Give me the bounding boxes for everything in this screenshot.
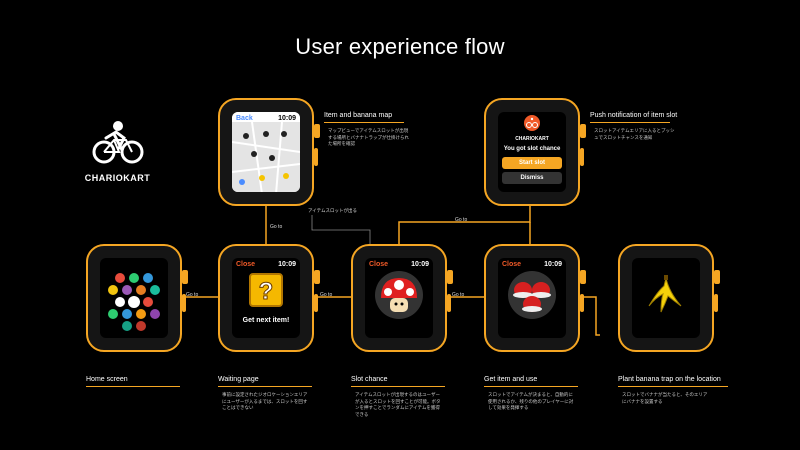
- bicycle-rider-icon: [92, 121, 143, 164]
- digital-crown: [580, 124, 586, 138]
- watch-screen-banana: [632, 258, 700, 338]
- time-display: 10:09: [411, 261, 429, 268]
- map-icon[interactable]: [232, 121, 300, 192]
- next-item-label: Get next item!: [242, 317, 290, 324]
- digital-crown: [314, 270, 320, 284]
- side-button: [314, 294, 318, 312]
- caption-rule: [484, 386, 578, 387]
- watch-screen-home: [100, 258, 168, 338]
- mushroom-icon[interactable]: [374, 270, 424, 320]
- goto-label-5: Go to: [455, 217, 468, 223]
- red-shells-icon[interactable]: [505, 270, 559, 320]
- watch-screen-map: Back 10:09: [232, 112, 300, 192]
- goto-label-1: Go to: [186, 292, 199, 298]
- close-button[interactable]: Close: [369, 261, 389, 268]
- app-grid-icon: [108, 273, 160, 331]
- digital-crown: [714, 270, 720, 284]
- digital-crown: [182, 270, 188, 284]
- caption-slot: Slot chance: [351, 376, 388, 383]
- start-slot-button[interactable]: Start slot: [502, 157, 562, 169]
- watch-screen-push: CHARIOKART You got slot chance Start slo…: [498, 112, 566, 192]
- digital-crown: [447, 270, 453, 284]
- brand-logo: CHARIOKART: [80, 118, 155, 183]
- watch-slot: Close 10:09: [351, 244, 453, 352]
- side-button: [314, 148, 318, 166]
- desc-item: スロットでアイテムが決まると、自動的に使用されるか、残りの他のプレイヤーに対して…: [488, 392, 574, 410]
- caption-rule: [590, 122, 670, 123]
- desc-push: スロットアイテムエリアに入るとプッシュでスロットチャンスを通知: [594, 128, 675, 140]
- watch-map: Back 10:09: [218, 98, 320, 206]
- watch-screen-waiting: Close 10:09 ? Get next item!: [232, 258, 300, 338]
- svg-text:?: ?: [259, 278, 274, 305]
- brand-name: CHARIOKART: [84, 173, 151, 183]
- slot-appear-note: アイテムスロットが出る: [308, 208, 358, 213]
- question-block-icon: ?: [249, 273, 283, 307]
- time-display: 10:09: [278, 115, 296, 122]
- close-button[interactable]: Close: [502, 261, 522, 268]
- caption-item: Get item and use: [484, 376, 538, 383]
- desc-map: マップビューでアイテムスロットが出現する場所とバナナトラップが仕掛けられた場所を…: [328, 128, 409, 146]
- caption-rule: [324, 122, 404, 123]
- side-button: [580, 294, 584, 312]
- caption-rule: [351, 386, 445, 387]
- side-button: [447, 294, 451, 312]
- side-button: [580, 148, 584, 166]
- caption-push: Push notification of item slot: [590, 112, 678, 119]
- time-display: 10:09: [544, 261, 562, 268]
- watch-waiting: Close 10:09 ? Get next item!: [218, 244, 320, 352]
- watch-push: CHARIOKART You got slot chance Start slo…: [484, 98, 586, 206]
- digital-crown: [314, 124, 320, 138]
- goto-label-3: Go to: [452, 292, 465, 298]
- desc-banana: スロットでバナナが当たると、そのエリアにバナナを設置する: [622, 392, 708, 404]
- close-button[interactable]: Close: [236, 261, 256, 268]
- caption-map: Item and banana map: [324, 112, 393, 119]
- page-title: User experience flow: [295, 34, 505, 59]
- watch-screen-slot: Close 10:09: [365, 258, 433, 338]
- watch-item: Close 10:09: [484, 244, 586, 352]
- side-button: [714, 294, 718, 312]
- desc-waiting: 事前に設定されたジオロケーションエリアにユーザーが入るまでは、スロットを回すこと…: [222, 392, 308, 410]
- caption-rule: [618, 386, 728, 387]
- banana-icon: [648, 275, 682, 313]
- caption-rule: [218, 386, 312, 387]
- notification-message: You got slot chance: [503, 146, 561, 152]
- notification-app-name: CHARIOKART: [515, 136, 549, 142]
- digital-crown: [580, 270, 586, 284]
- side-button: [182, 294, 186, 312]
- back-button[interactable]: Back: [236, 115, 253, 122]
- bike-app-icon: [524, 115, 540, 131]
- goto-label-2: Go to: [320, 292, 333, 298]
- dismiss-button[interactable]: Dismiss: [502, 172, 562, 184]
- watch-banana: [618, 244, 720, 352]
- time-display: 10:09: [278, 261, 296, 268]
- watch-home: [86, 244, 188, 352]
- goto-label-4: Go to: [270, 224, 283, 230]
- caption-rule: [86, 386, 180, 387]
- caption-banana: Plant banana trap on the location: [618, 376, 721, 383]
- caption-home: Home screen: [86, 376, 128, 383]
- caption-waiting: Waiting page: [218, 376, 259, 383]
- desc-slot: アイテムスロットが出現するのはユーザーが入るとスロットを回すことが可能。ボタンを…: [355, 392, 441, 417]
- watch-screen-item: Close 10:09: [498, 258, 566, 338]
